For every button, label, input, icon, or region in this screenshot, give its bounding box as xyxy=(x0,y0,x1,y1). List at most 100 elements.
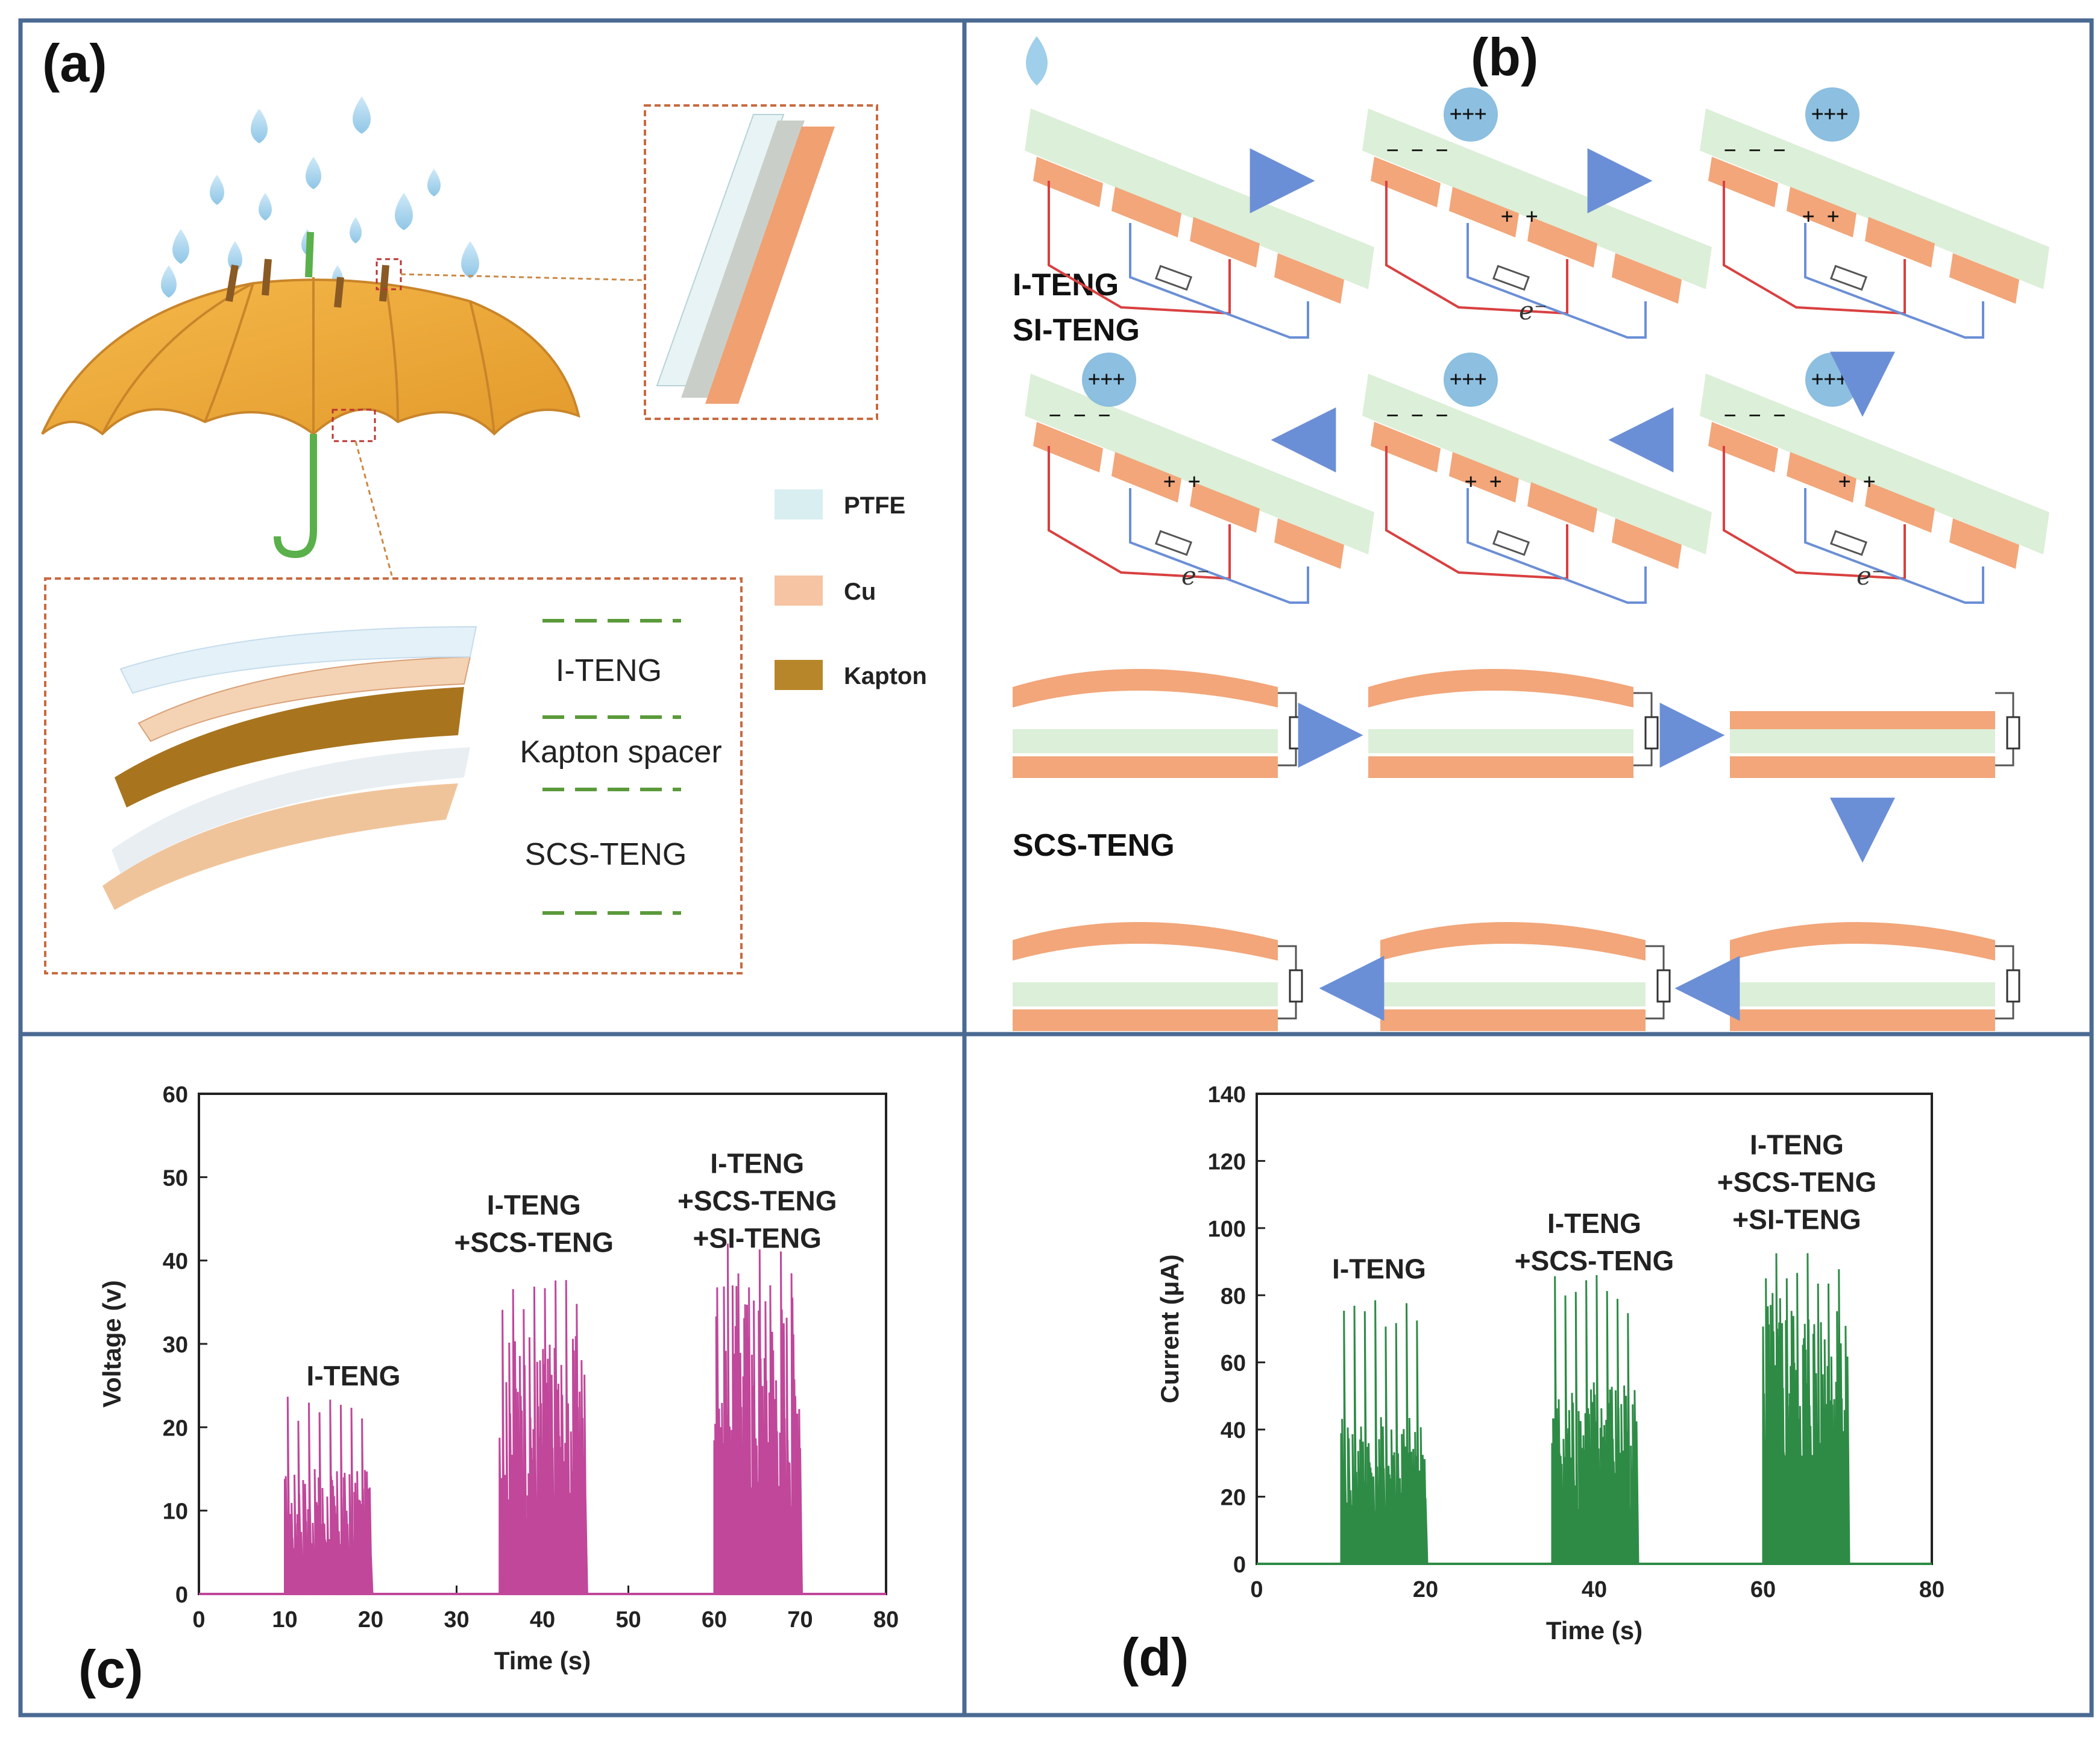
series-annotation-3: I-TENG +SCS-TENG +SI-TENG xyxy=(1717,1129,1877,1235)
cu-charge: + + xyxy=(1501,204,1538,228)
load-resistor xyxy=(1644,716,1659,750)
zoom-box-top xyxy=(644,104,878,420)
load-resistor xyxy=(2006,969,2020,1003)
y-tick-label: 20 xyxy=(163,1416,188,1441)
layer-label-iteng: I-TENG xyxy=(556,653,662,688)
burst-series-2 xyxy=(1551,1275,1639,1565)
x-tick-label: 40 xyxy=(1582,1577,1607,1602)
cu-electrode xyxy=(1111,187,1181,237)
series-annotation-1: I-TENG xyxy=(1332,1253,1426,1284)
y-tick-label: 40 xyxy=(1221,1418,1246,1443)
load-resistor xyxy=(1154,530,1193,556)
y-tick-label: 40 xyxy=(163,1249,188,1275)
cu-electrode xyxy=(1190,482,1260,533)
scs-stage-6 xyxy=(1730,922,2020,1031)
burst-series-3 xyxy=(1762,1253,1850,1565)
wire-blue xyxy=(1129,223,1309,339)
y-tick-label: 20 xyxy=(1221,1485,1246,1511)
cu-electrode xyxy=(1787,452,1856,503)
legend-swatch-kapton xyxy=(775,660,823,690)
ptfe-layer xyxy=(1013,982,1278,1006)
load-resistor xyxy=(1829,265,1868,291)
annotation-line: I-TENG xyxy=(487,1190,581,1221)
panel-label-b: (b) xyxy=(1471,27,1538,87)
series-annotation-2: I-TENG +SCS-TENG xyxy=(1515,1208,1674,1276)
iteng-stage-5: +++− − −+ + xyxy=(1362,353,1712,604)
annotation-line: +SI-TENG xyxy=(1732,1203,1861,1235)
x-tick-label: 10 xyxy=(272,1607,297,1633)
wire-blue xyxy=(1467,223,1647,339)
wire-blue xyxy=(1804,223,1984,339)
wire-blue xyxy=(1804,488,1984,604)
cu-electrode xyxy=(1527,482,1597,533)
cu-bottom xyxy=(1013,1009,1278,1031)
iteng-stage-1 xyxy=(1025,108,1374,339)
layer-separators xyxy=(542,619,681,915)
wire-red xyxy=(1048,181,1231,315)
burst-trace xyxy=(498,1280,588,1595)
x-tick-label: 80 xyxy=(873,1607,899,1633)
cu-charge: + + xyxy=(1802,204,1839,228)
water-drop-icon xyxy=(1444,353,1498,407)
x-tick-label: 60 xyxy=(702,1607,727,1633)
ptfe-strip xyxy=(1025,374,1374,554)
ptfe-strip xyxy=(1025,108,1374,289)
annotation-line: +SCS-TENG xyxy=(1717,1166,1877,1197)
layer-stack-top xyxy=(656,114,835,404)
burst-trace xyxy=(1551,1275,1639,1565)
burst-trace xyxy=(284,1396,374,1595)
annotation-line: +SI-TENG xyxy=(693,1222,822,1253)
burst-trace xyxy=(713,1243,803,1595)
scs-stage-5 xyxy=(1380,922,1671,1031)
y-axis-label: Current (μA) xyxy=(1155,1254,1184,1403)
cu-charge: + + xyxy=(1465,469,1501,494)
annotation-line: I-TENG xyxy=(1750,1129,1844,1160)
cu-charge: + + xyxy=(1838,469,1875,494)
layer-stack-bottom xyxy=(102,626,477,910)
cu-top-arc xyxy=(1368,669,1633,707)
x-tick-label: 60 xyxy=(1750,1577,1776,1602)
x-tick-label: 70 xyxy=(787,1607,813,1633)
water-drop-icon xyxy=(1082,353,1136,407)
ptfe-charge: − − − xyxy=(1724,403,1785,427)
burst-series-1 xyxy=(284,1396,374,1595)
stage-arrows xyxy=(1250,148,1895,472)
y-tick-label: 0 xyxy=(175,1583,188,1608)
load-resistor xyxy=(1492,265,1530,291)
iteng-stage-4: +++− − −+ +e⁻ xyxy=(1025,353,1374,604)
scs-stage-4 xyxy=(1013,922,1303,1031)
x-tick-label: 20 xyxy=(1413,1577,1438,1602)
wire-red xyxy=(1048,446,1231,580)
cu-electrode xyxy=(1190,217,1260,268)
annotation-line: +SCS-TENG xyxy=(1515,1245,1674,1276)
cu-electrode xyxy=(1612,253,1682,304)
y-tick-label: 60 xyxy=(1221,1351,1246,1376)
load-resistor xyxy=(2006,716,2020,750)
x-tick-label: 50 xyxy=(615,1607,641,1633)
x-axis-label: Time (s) xyxy=(1546,1616,1643,1645)
ptfe-strip xyxy=(1700,108,2049,289)
cu-top-arc xyxy=(1013,669,1278,707)
scs-stage-3 xyxy=(1730,692,2020,778)
water-drop-icon xyxy=(1805,87,1860,142)
load-resistor xyxy=(1656,969,1671,1003)
annotation-line: I-TENG xyxy=(1547,1208,1641,1239)
y-tick-label: 0 xyxy=(1233,1552,1246,1578)
ptfe-strip xyxy=(1700,374,2049,554)
cu-bottom xyxy=(1730,756,1995,778)
electron-label: e⁻ xyxy=(1181,561,1210,591)
cu-electrode xyxy=(1371,157,1441,207)
ptfe-layer xyxy=(1380,982,1646,1006)
cu-electrode xyxy=(1949,253,2019,304)
cu-bottom xyxy=(1730,1009,1995,1031)
cu-top-arc xyxy=(1730,922,1995,961)
load-resistor xyxy=(1154,265,1193,291)
annotation-line: I-TENG xyxy=(1332,1253,1426,1284)
x-tick-label: 80 xyxy=(1919,1577,1944,1602)
panel-a: (a) xyxy=(41,33,927,974)
cu-electrode xyxy=(1449,452,1519,503)
ptfe-layer xyxy=(1013,729,1278,753)
electron-label: e⁻ xyxy=(1856,561,1885,591)
